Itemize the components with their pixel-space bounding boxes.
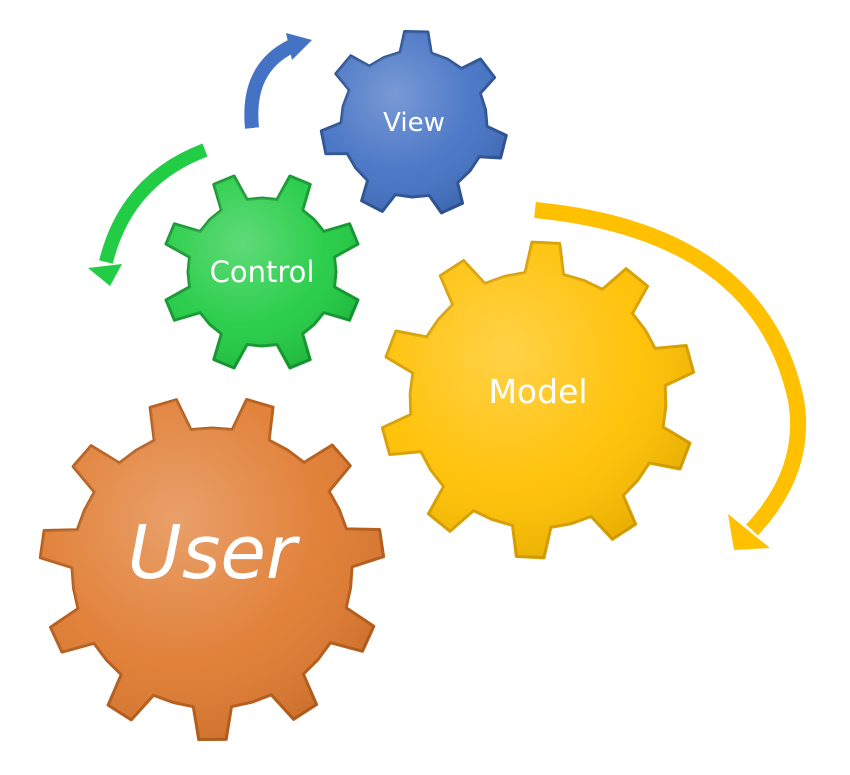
view-gear: View: [319, 30, 508, 215]
model-gear: Model: [380, 240, 696, 560]
user-label: User: [128, 510, 301, 596]
green-arrow: [88, 143, 208, 286]
yellow-arrow: [534, 202, 807, 550]
view-label: View: [383, 108, 445, 138]
control-label: Control: [210, 255, 315, 289]
user-gear: User: [38, 398, 386, 741]
control-gear: Control: [164, 174, 360, 370]
blue-arrow: [244, 33, 312, 129]
model-label: Model: [488, 372, 587, 411]
